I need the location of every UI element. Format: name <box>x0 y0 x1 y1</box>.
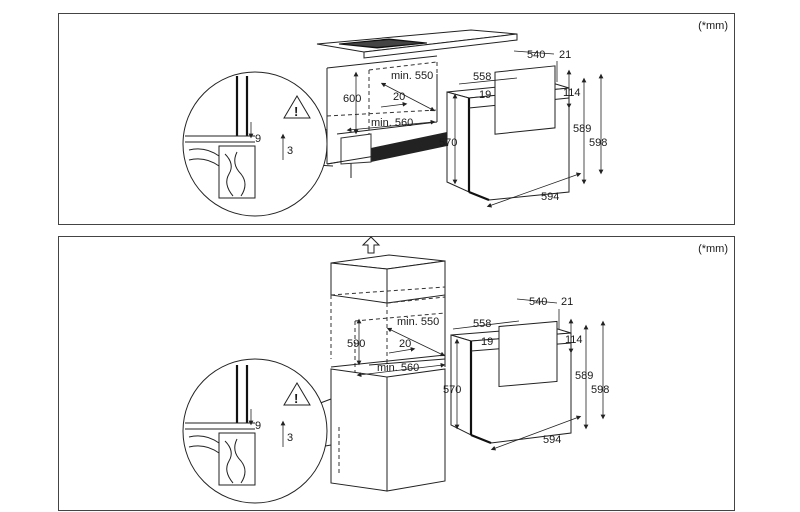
installation-diagram-under-counter: (*mm) <box>58 13 735 225</box>
oven-front-height-label: 570 <box>443 384 461 396</box>
niche-dimensions: 600 min. 550 20 min. 560 <box>343 70 436 135</box>
oven-body-height-label: 589 <box>573 123 591 135</box>
oven-dimensions: 558 540 21 19 570 114 589 598 594 <box>443 296 609 451</box>
under-counter-drawing: 600 min. 550 20 min. 560 558 540 21 <box>182 29 607 217</box>
tall-cabinet <box>330 254 446 492</box>
oven-offset-label: 21 <box>559 49 571 61</box>
detail-gap-b-label: 3 <box>287 432 293 444</box>
unit-note: (*mm) <box>698 20 728 32</box>
oven-width-label: 594 <box>541 191 559 203</box>
warning-icon: ! <box>294 104 298 119</box>
oven-total-height-label: 598 <box>589 137 607 149</box>
niche-height-label: 600 <box>343 93 361 105</box>
niche-gap-label: 20 <box>399 338 411 350</box>
detail-zoom: ! 9 3 <box>182 358 332 504</box>
oven-body-height-label: 589 <box>575 370 593 382</box>
oven-depth-label: 540 <box>529 296 547 308</box>
detail-gap-b-label: 3 <box>287 145 293 157</box>
oven-front-height-label: 570 <box>439 137 457 149</box>
unit-note: (*mm) <box>698 243 728 255</box>
detail-gap-a-label: 9 <box>255 133 261 145</box>
detail-zoom: ! 9 3 <box>182 71 334 217</box>
countertop <box>316 29 518 59</box>
oven-total-height-label: 598 <box>591 384 609 396</box>
installation-diagram-column: (*mm) <box>58 236 735 511</box>
oven-depth-label: 540 <box>527 49 545 61</box>
warning-icon: ! <box>294 391 298 406</box>
oven-unit <box>446 65 570 202</box>
niche-gap-label: 20 <box>393 91 405 103</box>
oven-panel-height-label: 114 <box>565 334 583 346</box>
niche-depth-label: min. 550 <box>391 70 433 82</box>
detail-gap-a-label: 9 <box>255 420 261 432</box>
oven-width-label: 594 <box>543 434 561 446</box>
oven-front-offset-label: 19 <box>481 336 493 348</box>
lift-arrow-icon <box>361 236 381 254</box>
oven-unit <box>450 320 572 445</box>
niche-depth-label: min. 550 <box>397 316 439 328</box>
oven-width-top-label: 558 <box>473 318 491 330</box>
oven-dimensions: 558 540 21 19 570 114 589 598 594 <box>439 49 607 208</box>
oven-front-offset-label: 19 <box>479 89 491 101</box>
oven-panel-height-label: 114 <box>563 87 581 99</box>
column-drawing: 590 min. 550 20 min. 560 558 540 21 <box>182 236 609 504</box>
oven-offset-label: 21 <box>561 296 573 308</box>
oven-width-top-label: 558 <box>473 71 491 83</box>
niche-height-label: 590 <box>347 338 365 350</box>
niche-dimensions: 590 min. 550 20 min. 560 <box>347 316 446 378</box>
